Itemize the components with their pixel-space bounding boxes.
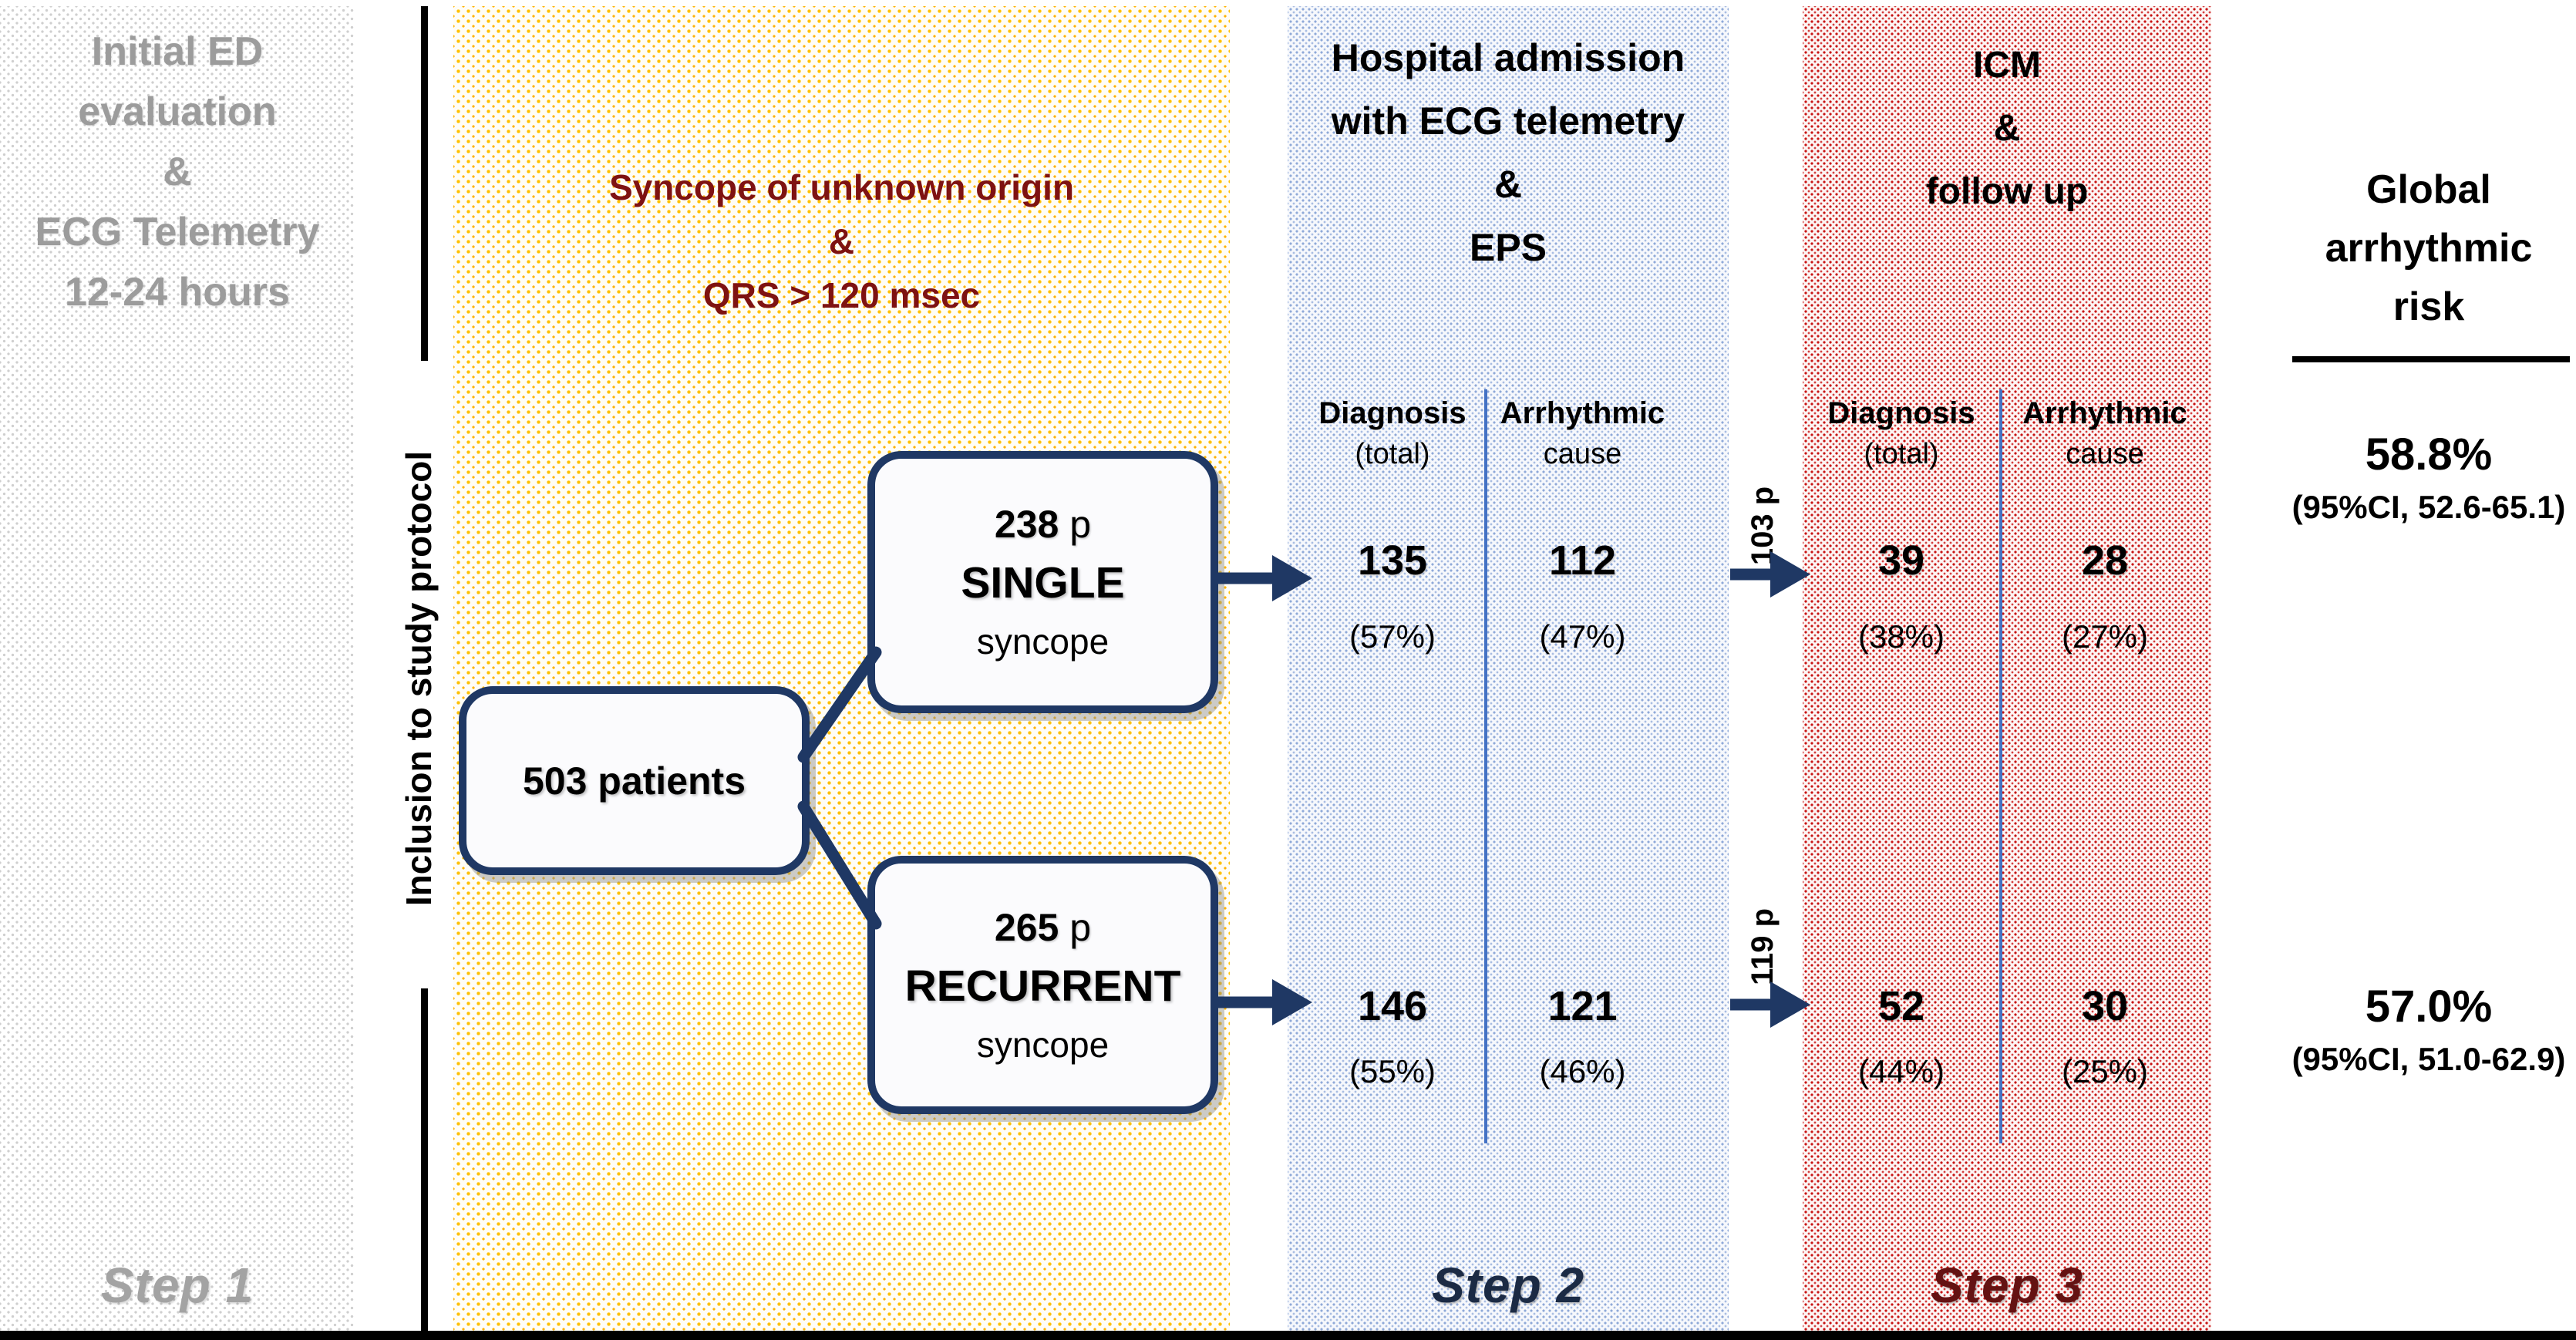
global-risk-title-line: arrhythmic: [2325, 226, 2533, 271]
step1-title: Initial ED evaluation & ECG Telemetry 12…: [0, 22, 355, 322]
step2-title-line: Hospital admission: [1331, 36, 1685, 79]
single-box-count-number: 238: [994, 503, 1059, 546]
inclusion-line-bottom: [421, 988, 428, 1335]
global-risk-value-1: 58.8%: [2365, 429, 2493, 480]
step3-title-line: &: [1993, 108, 2021, 149]
global-risk-ci-2: (95%CI, 51.0-62.9): [2291, 1041, 2566, 1077]
step3-column-divider: [1999, 389, 2002, 1143]
step3-title-line: follow up: [1925, 171, 2089, 212]
single-syncope-box: 238 p SINGLE syncope: [867, 451, 1218, 713]
step2-row2-arrhythmic: 121: [1547, 983, 1618, 1029]
step2-row2-diagnosis: 146: [1357, 983, 1428, 1029]
step2-row1-diagnosis-pct: (57%): [1349, 618, 1436, 655]
step1-title-line: Initial ED: [91, 29, 264, 74]
arrowhead-step2-to-step3-top: [1770, 551, 1810, 598]
criteria-text: Syncope of unknown origin & QRS > 120 ms…: [453, 160, 1230, 322]
single-box-count: 238 p: [995, 502, 1091, 547]
step2-title-line: &: [1493, 163, 1523, 206]
recurrent-box-count-suffix: p: [1059, 905, 1092, 949]
fork-line-to-recurrent: [797, 800, 882, 930]
bottom-frame-rule: [0, 1331, 2576, 1340]
global-risk-ci-1: (95%CI, 52.6-65.1): [2291, 489, 2566, 525]
criteria-line: Syncope of unknown origin: [608, 167, 1075, 207]
arrowhead-single-to-step2: [1272, 555, 1312, 601]
global-risk-title-line: Global: [2366, 167, 2491, 212]
patients-box: 503 patients: [459, 686, 810, 875]
recurrent-box-type: RECURRENT: [904, 961, 1181, 1011]
step3-label: Step 3: [1930, 1258, 2084, 1313]
step2-diagnosis-header: Diagnosis (total): [1318, 396, 1466, 470]
step3-title: ICM & follow up: [1803, 34, 2211, 224]
step2-row2-diagnosis-pct: (55%): [1349, 1053, 1436, 1089]
recurrent-box-sub: syncope: [976, 1024, 1110, 1065]
step3-arrhythmic-header: Arrhythmic cause: [2022, 396, 2187, 470]
global-risk-rule: [2292, 356, 2570, 362]
global-risk-value-2: 57.0%: [2365, 981, 2493, 1032]
step2-row1-arrhythmic-pct: (47%): [1539, 618, 1626, 655]
step3-row2-diagnosis: 52: [1877, 983, 1925, 1029]
global-risk-title: Global arrhythmic risk: [2278, 160, 2576, 336]
criteria-line: QRS > 120 msec: [702, 275, 981, 315]
fork-line-to-single: [797, 646, 882, 763]
step3-diagnosis-header: Diagnosis (total): [1827, 396, 1975, 470]
step2-title-line: with ECG telemetry: [1331, 99, 1685, 143]
single-box-count-suffix: p: [1059, 503, 1092, 546]
patients-box-label: 503 patients: [522, 759, 746, 803]
step2-title: Hospital admission with ECG telemetry & …: [1288, 26, 1729, 279]
step2-row2-arrhythmic-pct: (46%): [1539, 1053, 1626, 1089]
criteria-line: &: [828, 221, 855, 261]
inclusion-line-top: [421, 6, 428, 361]
step3-row1-diagnosis-pct: (38%): [1857, 618, 1945, 655]
recurrent-box-count: 265 p: [995, 905, 1091, 950]
step3-row1-arrhythmic-pct: (27%): [2061, 618, 2149, 655]
arrowhead-step2-to-step3-bottom: [1770, 981, 1810, 1028]
step3-row2-arrhythmic-pct: (25%): [2061, 1053, 2149, 1089]
step2-arrhythmic-header: Arrhythmic cause: [1500, 396, 1665, 470]
step2-panel: Hospital admission with ECG telemetry & …: [1288, 6, 1729, 1335]
step1-title-line: evaluation: [78, 89, 277, 134]
step2-label: Step 2: [1431, 1258, 1585, 1313]
recurrent-box-count-number: 265: [994, 905, 1059, 949]
step2-title-line: EPS: [1469, 226, 1547, 269]
step2-column-divider: [1484, 389, 1487, 1143]
step3-row1-diagnosis: 39: [1877, 537, 1925, 584]
global-risk-title-line: risk: [2392, 284, 2465, 329]
step1-title-line: ECG Telemetry: [35, 210, 320, 254]
step1-label: Step 1: [100, 1258, 254, 1313]
step3-row2-diagnosis-pct: (44%): [1857, 1053, 1945, 1089]
step1-title-line: 12-24 hours: [65, 270, 290, 315]
step3-title-line: ICM: [1973, 45, 2041, 86]
single-box-type: SINGLE: [961, 558, 1125, 608]
single-box-sub: syncope: [976, 621, 1110, 662]
step1-panel: Initial ED evaluation & ECG Telemetry 12…: [0, 6, 355, 1335]
step2-row1-arrhythmic: 112: [1548, 537, 1617, 584]
step1-title-line: &: [163, 150, 192, 194]
arrowhead-recurrent-to-step2: [1272, 979, 1312, 1025]
step2-row1-diagnosis: 135: [1357, 537, 1428, 584]
step3-panel: ICM & follow up Diagnosis (total) Arrhyt…: [1803, 6, 2211, 1335]
recurrent-syncope-box: 265 p RECURRENT syncope: [867, 856, 1218, 1114]
step3-row1-arrhythmic: 28: [2081, 537, 2129, 584]
step3-row2-arrhythmic: 30: [2081, 983, 2129, 1029]
